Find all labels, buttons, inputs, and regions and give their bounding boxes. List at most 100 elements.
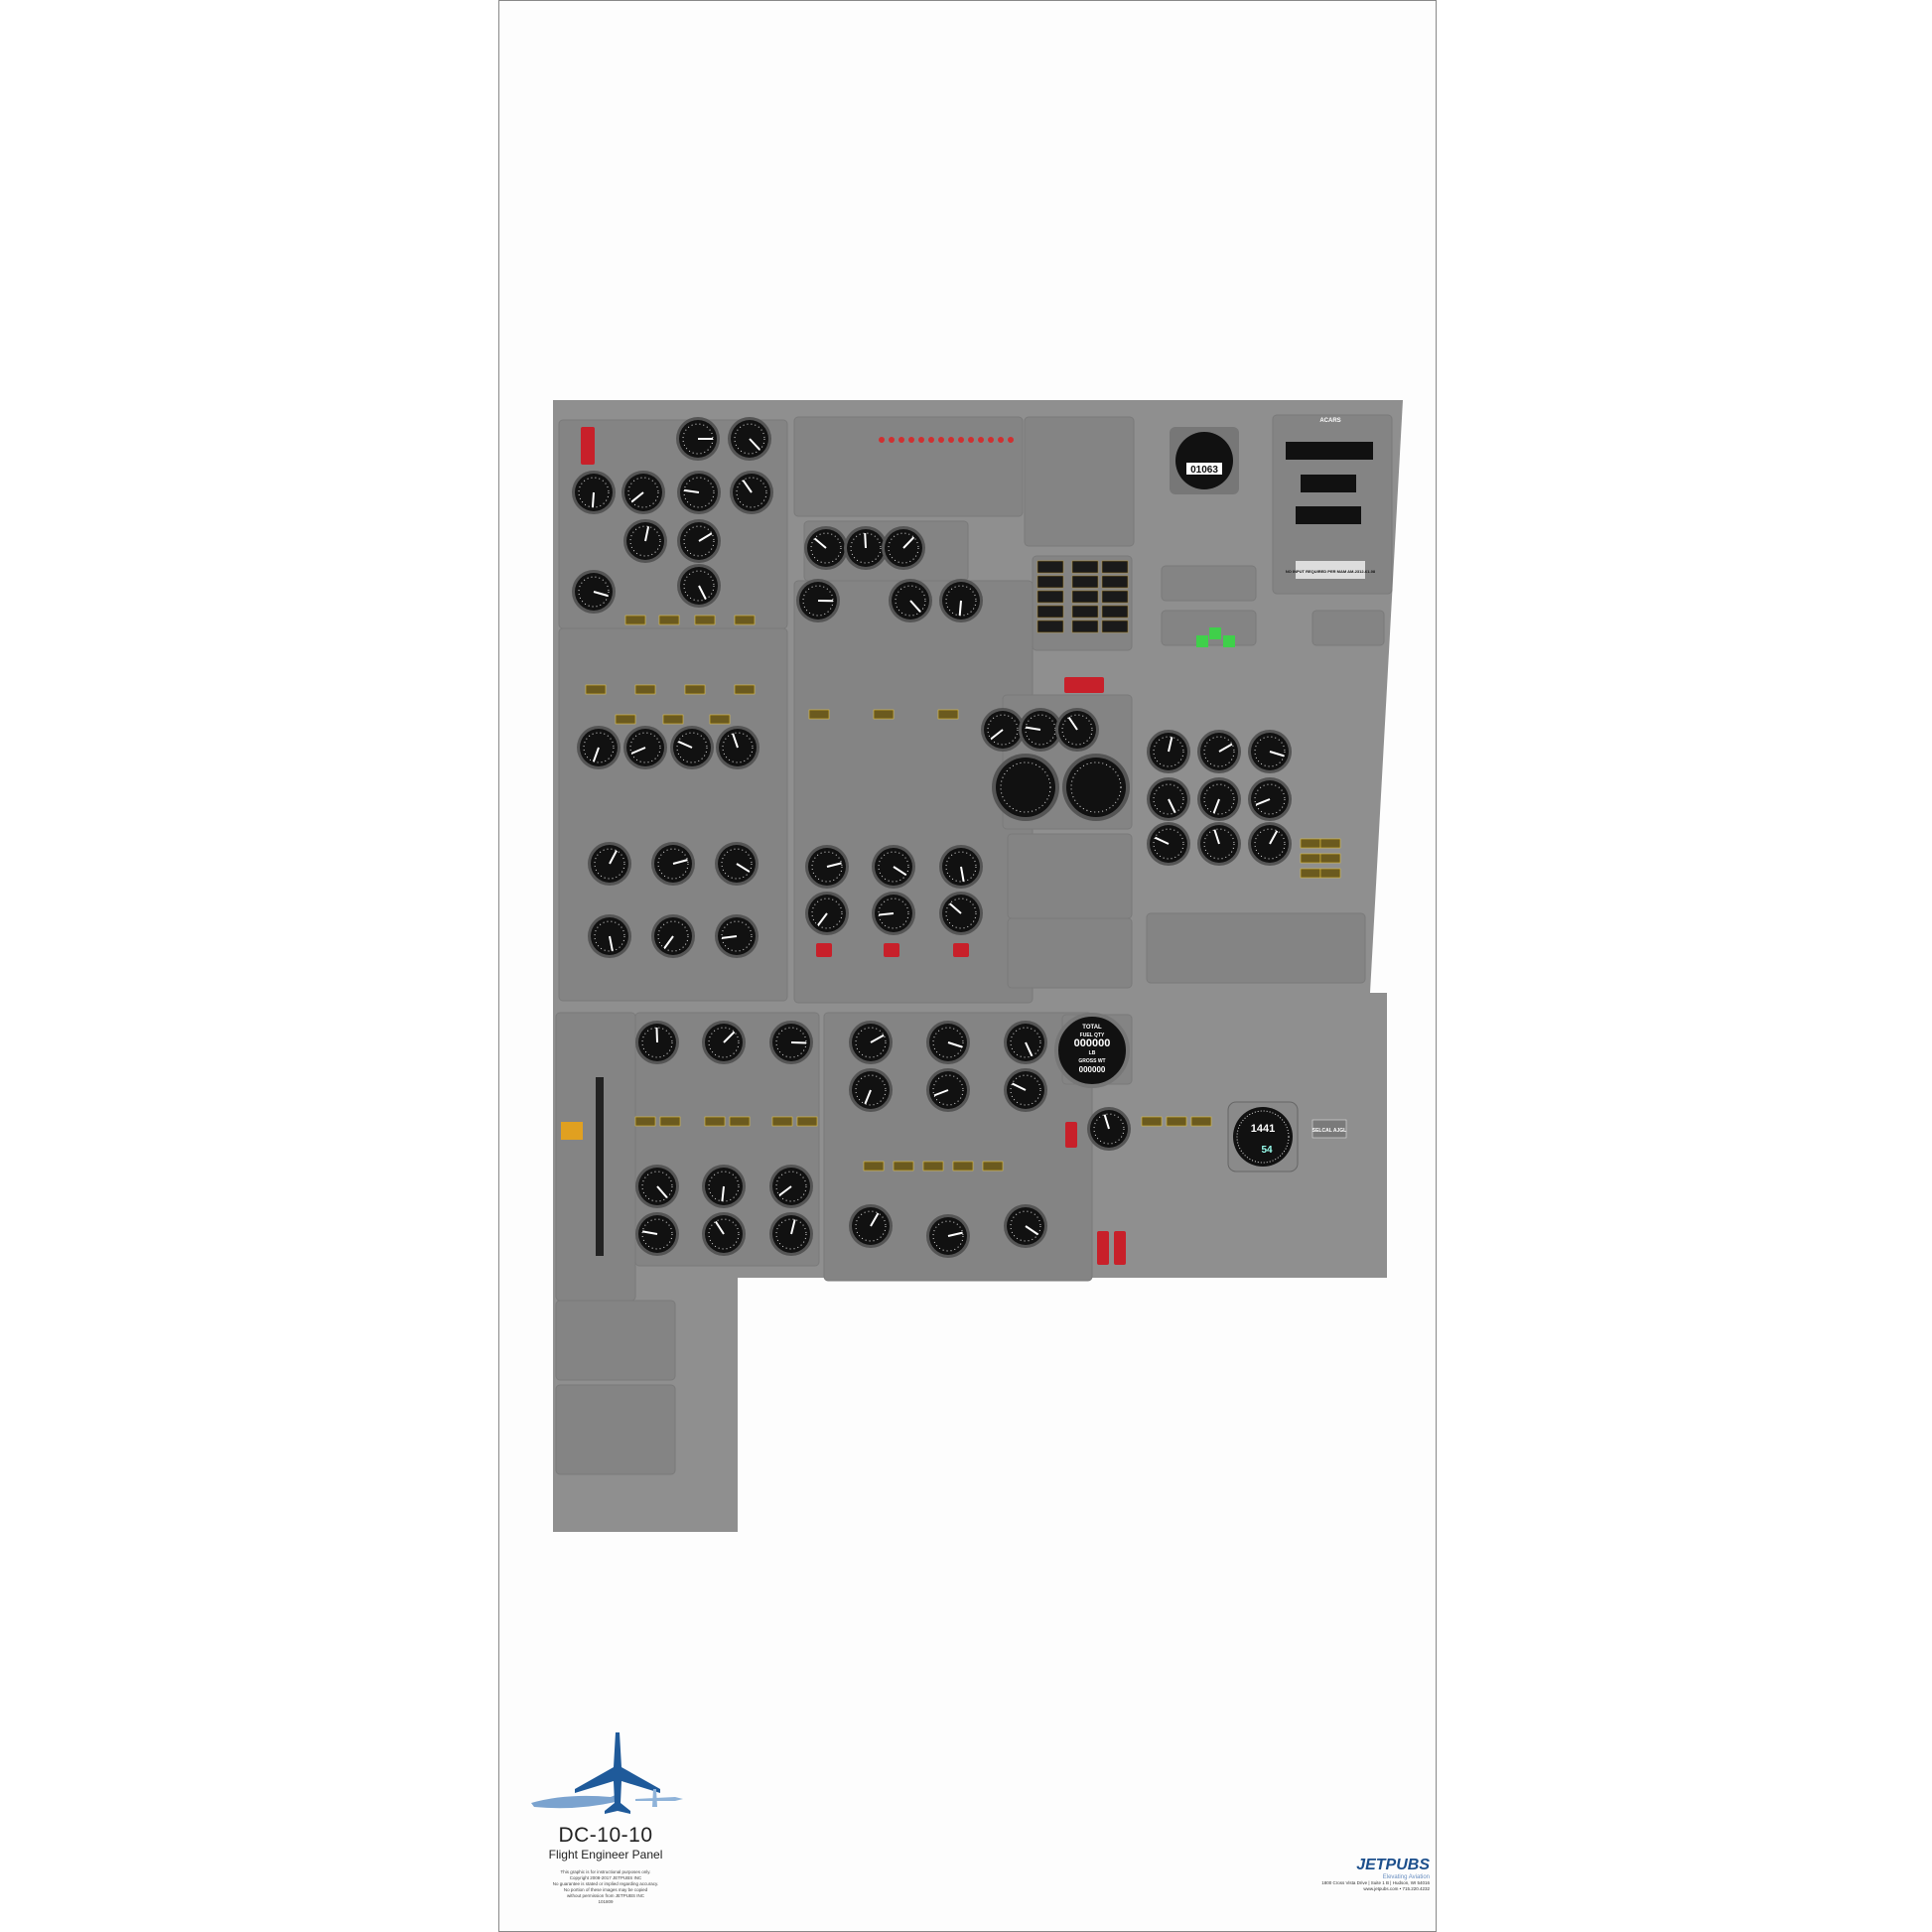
circuit-annunciator	[1071, 590, 1099, 604]
gauge-needle	[790, 1219, 796, 1235]
gauge-needle	[947, 1041, 963, 1048]
instrument-gauge	[926, 1021, 970, 1064]
gauge-ticks	[683, 570, 715, 602]
gauge-needle	[1255, 798, 1271, 806]
gauge-needle	[960, 866, 965, 882]
instrument-gauge	[577, 726, 621, 769]
gauge-needle	[1154, 836, 1170, 845]
gauge-needle	[642, 1230, 658, 1235]
instrument-gauge	[728, 417, 771, 461]
instrument-gauge	[1147, 730, 1190, 773]
gauge-needle	[1269, 830, 1279, 845]
sub-panel	[1024, 416, 1135, 547]
gauge-needle	[1212, 798, 1220, 814]
instrument-gauge	[1055, 708, 1099, 752]
annunciator-light	[937, 709, 959, 720]
instrument-gauge	[702, 1212, 746, 1256]
acars-code-display	[1296, 506, 1361, 524]
gauge-needle	[949, 902, 962, 914]
clock-dial	[1233, 1107, 1293, 1167]
instrument-gauge	[1248, 777, 1292, 821]
brand-name: JETPUBS	[1356, 1857, 1430, 1873]
circuit-annunciator	[1101, 560, 1129, 574]
notice-line: 101809	[598, 1899, 614, 1904]
instrument-gauge	[677, 519, 721, 563]
gauge-ticks	[1203, 736, 1235, 767]
title-block: DC-10-10 Flight Engineer Panel This grap…	[516, 1727, 695, 1905]
gauge-ticks	[932, 1027, 964, 1058]
instrument-gauge	[623, 726, 667, 769]
annunciator-light	[922, 1161, 944, 1172]
annunciator-light	[684, 684, 706, 695]
annunciator-light	[1319, 868, 1341, 879]
instrument-gauge	[805, 892, 849, 935]
sub-panel	[1146, 912, 1366, 984]
instrument-gauge	[849, 1021, 893, 1064]
gauge-ticks	[945, 585, 977, 617]
gauge-needle	[630, 747, 646, 755]
fault-indicator-light	[978, 437, 984, 443]
warning-guard	[581, 427, 595, 465]
fuel-qty-label: FUEL QTY	[1080, 1033, 1105, 1038]
hour-meter-dial	[1175, 432, 1233, 489]
circuit-annunciator	[1036, 620, 1064, 633]
annunciator-light	[634, 1116, 656, 1127]
gauge-needle	[826, 862, 842, 868]
gauge-ticks	[1203, 783, 1235, 815]
gauge-needle	[609, 850, 618, 865]
warning-guard	[884, 943, 899, 957]
gauge-ticks	[708, 1218, 740, 1250]
gauge-ticks	[1254, 783, 1286, 815]
annunciator-light	[873, 709, 895, 720]
aircraft-logo-icon	[531, 1732, 683, 1814]
gauge-ticks	[578, 477, 610, 508]
gauge-needle	[990, 729, 1004, 741]
acars-label: ACARS	[1319, 418, 1340, 424]
gauge-ticks	[722, 732, 754, 763]
gauge-ticks	[1070, 761, 1122, 813]
gauge-needle	[742, 480, 753, 493]
annunciator-light	[658, 615, 680, 625]
instrument-gauge	[715, 842, 759, 886]
clock-seconds-readout: 54	[1261, 1145, 1273, 1156]
gauge-needle	[1269, 751, 1285, 758]
gauge-needle	[958, 600, 962, 617]
annunciator-light	[1319, 853, 1341, 864]
gauge-needle	[736, 863, 751, 873]
poster-title: DC-10-10	[558, 1824, 653, 1847]
annunciator-light	[1319, 838, 1341, 849]
circuit-annunciator	[1101, 620, 1129, 633]
jetpubs-brand: JETPUBS Elevating Aviation 1800 Cross Vi…	[1281, 1857, 1430, 1892]
instrument-gauge	[849, 1068, 893, 1112]
annunciator-light	[1166, 1116, 1187, 1127]
gauge-needle	[644, 526, 650, 542]
gauge-ticks	[811, 897, 843, 929]
instrument-gauge	[635, 1021, 679, 1064]
gauge-needle	[947, 1231, 963, 1237]
large-gauge-dial	[1066, 758, 1126, 817]
gauge-ticks	[594, 848, 625, 880]
gauge-needle	[1026, 726, 1041, 731]
gauge-ticks	[1153, 783, 1184, 815]
brand-contact: www.jetpubs.com • 715.220.4232	[1363, 1886, 1430, 1891]
instrument-gauge	[1147, 822, 1190, 866]
sub-panel	[1161, 565, 1257, 602]
annunciator-light	[662, 714, 684, 725]
warning-guard	[953, 943, 969, 957]
annunciator-light	[734, 615, 756, 625]
gauge-needle	[778, 1185, 792, 1196]
notice-line: Copyright 2008-2017 JETPUBS INC	[569, 1875, 642, 1880]
instrument-gauge	[1004, 1204, 1047, 1248]
fault-indicator-light	[938, 437, 944, 443]
annunciator-light	[863, 1161, 885, 1172]
instrument-gauge	[635, 1165, 679, 1208]
gauge-needle	[677, 740, 693, 749]
instrument-gauge	[872, 892, 915, 935]
fault-indicator-light	[968, 437, 974, 443]
instrument-gauge	[981, 708, 1025, 752]
gauge-needle	[714, 1220, 725, 1235]
warning-guard	[1114, 1231, 1126, 1265]
annunciator-light	[1141, 1116, 1163, 1127]
gauge-ticks	[629, 525, 661, 557]
gauge-ticks	[932, 1220, 964, 1252]
